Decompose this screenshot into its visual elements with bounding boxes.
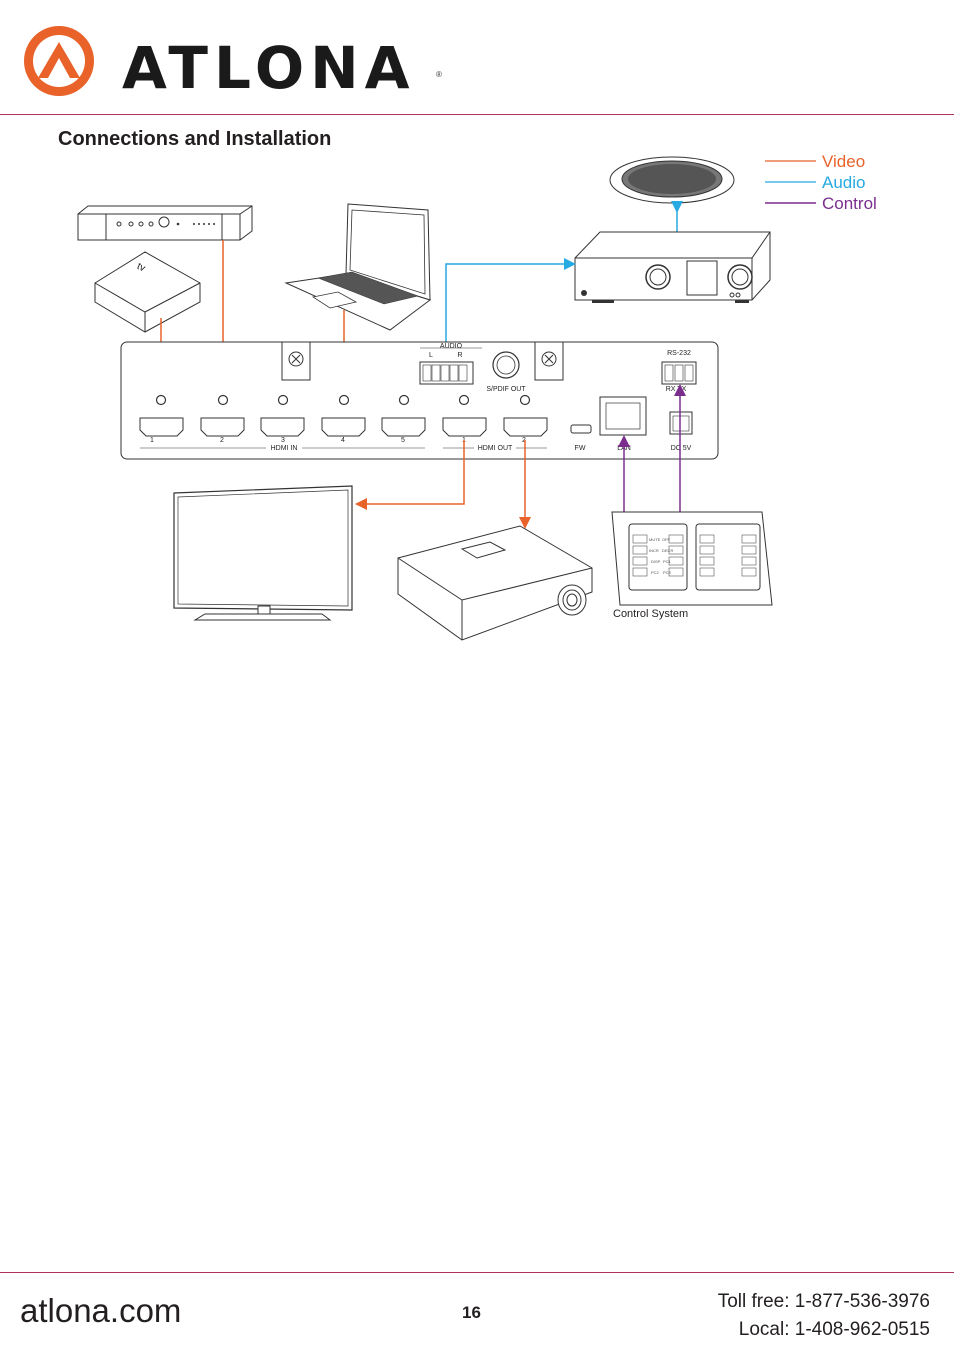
amplifier-icon [574, 231, 771, 303]
section-title: Connections and Installation [58, 128, 332, 150]
brand-wordmark: ATLONA [122, 34, 416, 102]
audio-left-label: L [429, 352, 433, 359]
hdmi-in-port-2 [200, 417, 245, 437]
switcher-device: AUDIO L R S/PDIF OUT RS-232 RX TX [120, 341, 719, 460]
svg-text:tv: tv [135, 261, 147, 274]
hdmi-in-port-4 [321, 417, 366, 437]
local-number: Local: 1-408-962-0515 [738, 1319, 930, 1340]
registered-mark: ® [436, 70, 442, 79]
toll-free-number: Toll free: 1-877-536-3976 [717, 1291, 930, 1312]
hdmi-out-port-2 [503, 417, 548, 437]
control-key-incr: INCR [649, 548, 659, 553]
audio-right-label: R [457, 352, 462, 359]
control-key-pc2: PC2 [651, 570, 660, 575]
control-key-pc1: PC1 [663, 559, 672, 564]
atlona-logo: ATLONA ® [22, 24, 447, 102]
hdmi-in-port-3 [260, 417, 305, 437]
control-system-label: Control System [613, 608, 688, 620]
hdmi-in-port-5 [381, 417, 426, 437]
control-key-decr: DECR [662, 548, 673, 553]
hdmi-in-port-1 [139, 417, 184, 437]
legend: Video Audio Control [765, 152, 877, 213]
hdmi-in-ports [139, 417, 426, 437]
legend-audio-label: Audio [822, 173, 865, 192]
hdmi-in-number-2: 2 [220, 437, 224, 444]
video-line-out-1 [355, 440, 465, 510]
fw-port [570, 424, 592, 434]
audio-connection-line [445, 258, 576, 345]
hdmi-in-number-3: 3 [281, 437, 285, 444]
control-key-pc3: PC3 [663, 570, 672, 575]
legend-video-label: Video [822, 152, 865, 171]
dc-label: DC 5V [671, 445, 692, 452]
hdmi-out-label: HDMI OUT [478, 445, 513, 452]
hdmi-out-port-1 [442, 417, 487, 437]
footer-divider [0, 1272, 954, 1273]
control-system-icon: MUTE OFF INCR DECR DISP PC1 PC2 PC3 [611, 511, 773, 606]
connection-diagram: Video Audio Control [77, 152, 877, 641]
atlona-emblem-icon [24, 26, 94, 96]
rs232-pins-label: RX TX [666, 386, 687, 393]
spdif-label: S/PDIF OUT [486, 386, 526, 393]
page-number: 16 [462, 1303, 481, 1322]
footer-website: atlona.com [20, 1292, 182, 1329]
ceiling-speaker-icon [609, 156, 735, 204]
audio-label: AUDIO [440, 343, 463, 350]
projector-icon [397, 525, 593, 641]
streaming-box-icon: tv [94, 251, 201, 333]
hdmi-in-number-1: 1 [150, 437, 154, 444]
hdmi-in-number-5: 5 [401, 437, 405, 444]
legend-control-label: Control [822, 194, 877, 213]
footer-contact: Toll free: 1-877-536-3976 Local: 1-408-9… [718, 1288, 930, 1344]
control-key-mute: MUTE [649, 537, 661, 542]
display-icon [173, 485, 353, 621]
fw-label: FW [575, 445, 586, 452]
hdmi-in-number-4: 4 [341, 437, 345, 444]
header-divider [0, 114, 954, 115]
rs232-label: RS-232 [667, 350, 691, 357]
control-key-off: OFF [662, 537, 671, 542]
control-key-disp: DISP [651, 559, 661, 564]
hdmi-out-number-2: 2 [522, 437, 526, 444]
cable-box-icon [77, 205, 253, 241]
laptop-icon [284, 203, 432, 331]
hdmi-in-label: HDMI IN [271, 445, 298, 452]
